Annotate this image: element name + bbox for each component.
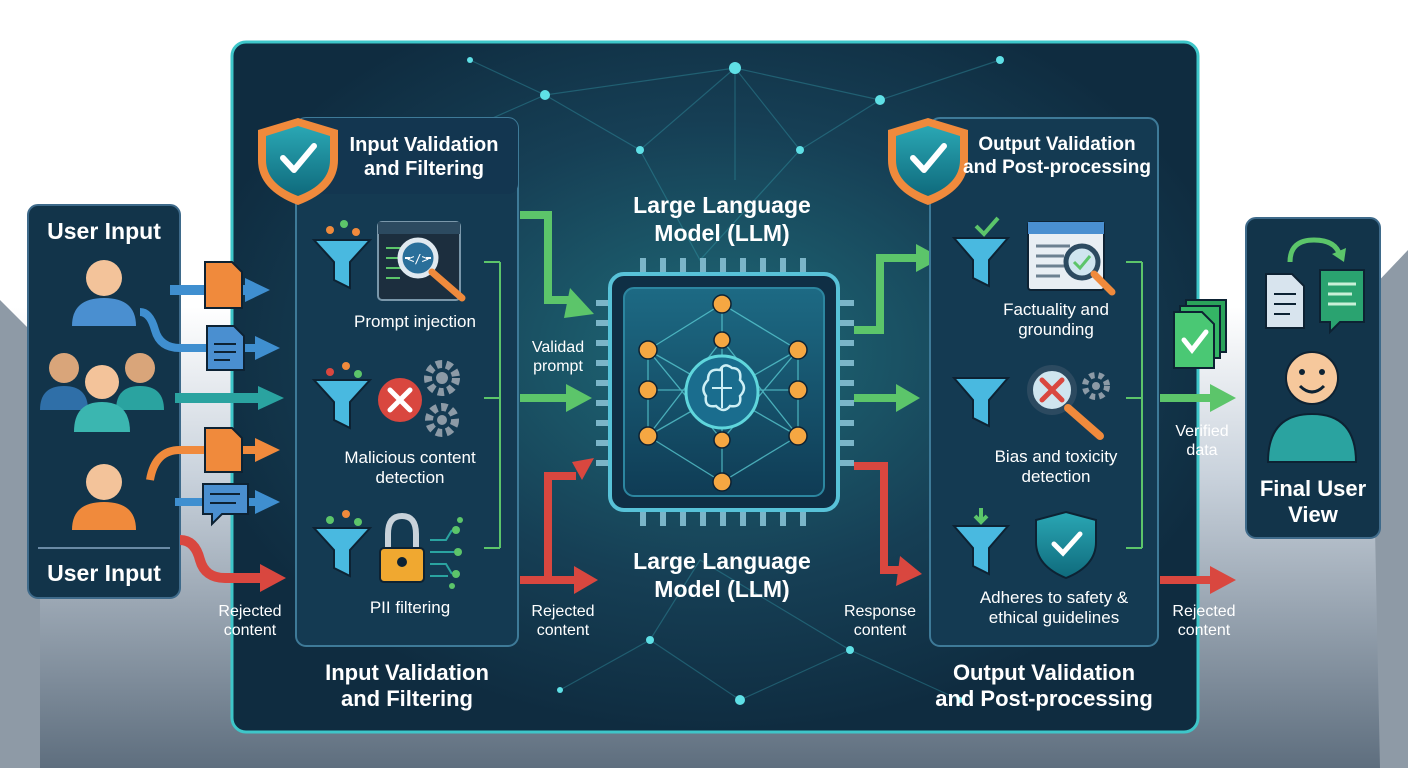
input-validation-footer-title: Input Validation and Filtering: [325, 660, 489, 712]
input-validation-header-title: Input Validation and Filtering: [349, 134, 499, 180]
input-validation-header: [296, 118, 518, 194]
verified-data-label: Verified data: [1175, 423, 1229, 460]
user-input-arrows: [139, 278, 286, 592]
user-avatar-icon: [72, 260, 136, 326]
user-input-title: User Input: [47, 218, 161, 244]
chat-document-icon: [1319, 269, 1365, 335]
padlock-icon: [379, 512, 463, 589]
validated-prompt-label: Validad prompt: [531, 339, 585, 376]
document-check-icon: [1027, 221, 1116, 296]
rejected-arrows-input: [520, 458, 598, 594]
output-validation-header-title: Output Validation and Post-processing: [963, 134, 1151, 178]
safety-shield-icon: [1035, 510, 1097, 580]
output-rejected-label: Rejected content: [1172, 603, 1236, 640]
final-user-view-title: Final User View: [1259, 476, 1367, 528]
safety-guidelines-label: Adheres to safety & ethical guidelines: [979, 588, 1129, 628]
shield-check-icon-output: [888, 118, 968, 205]
down-arrow-icon: [973, 508, 989, 525]
funnel-icon: [311, 239, 373, 578]
verified-arrow: [1160, 384, 1236, 412]
factuality-label: Factuality and grounding: [1003, 300, 1109, 340]
file-icon-blue: [206, 325, 245, 371]
chat-bubble-icon: [202, 483, 249, 527]
file-icon-orange: [204, 261, 243, 309]
prompt-injection-label: Prompt injection: [354, 312, 476, 331]
error-gears-icon: [378, 360, 460, 437]
rejected-arrow-output: [1160, 566, 1236, 594]
input-rejected-label: Rejected content: [531, 603, 595, 640]
llm-title-top: Large Language Model (LLM): [633, 192, 811, 246]
network-nodes: [467, 56, 1004, 705]
user-avatar-orange-icon: [72, 464, 136, 530]
malicious-content-label: Malicious content detection: [344, 448, 476, 488]
happy-user-icon: [1266, 351, 1358, 463]
refresh-arrow-icon: [1287, 237, 1346, 263]
shield-check-icon: [258, 118, 338, 205]
code-magnifier-icon: </>: [377, 221, 466, 302]
validated-arrows: [520, 211, 594, 412]
user-input-title-bottom: User Input: [47, 560, 161, 586]
user-group-icon: [40, 353, 164, 432]
pii-filtering-label: PII filtering: [369, 598, 451, 617]
funnel-particles: [326, 220, 362, 526]
llm-title-bottom: Large Language Model (LLM): [633, 548, 811, 602]
svg-text:</>: </>: [407, 252, 429, 266]
error-magnifier-icon: [1027, 365, 1110, 440]
check-mark-icon: [974, 216, 1000, 237]
document-icon: [1265, 273, 1305, 329]
llm-chip: [596, 258, 854, 526]
bias-toxicity-label: Bias and toxicity detection: [994, 447, 1118, 487]
response-content-label: Response content: [843, 603, 917, 640]
user-rejected-label: Rejected content: [218, 603, 282, 640]
funnel-icon-output: [951, 237, 1011, 576]
verified-documents-icon: [1173, 299, 1227, 369]
output-validation-footer-title: Output Validation and Post-processing: [935, 660, 1153, 712]
file-icon-orange-2: [204, 427, 243, 473]
